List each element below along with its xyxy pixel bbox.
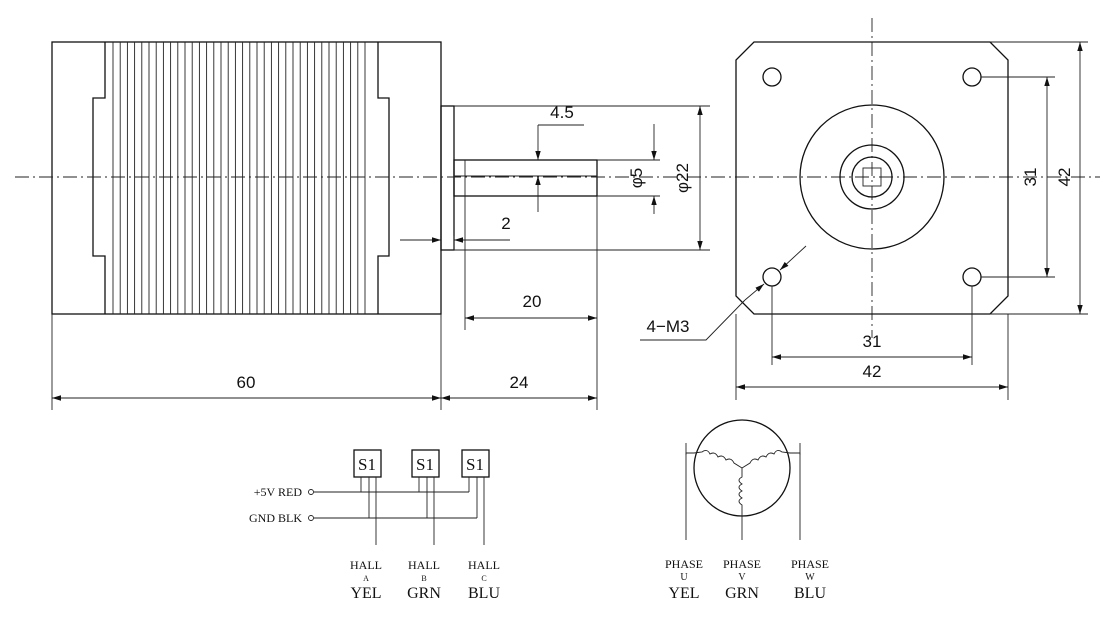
dim-shoulder: 2 — [501, 214, 510, 233]
hall-b-color: GRN — [407, 585, 441, 602]
hall-sensor-b-label: S1 — [416, 455, 434, 474]
side-dimensions: 60 24 20 2 4.5 φ5 φ22 — [51, 103, 710, 410]
dim-pilot-dia: φ22 — [673, 163, 692, 193]
motor-body-outline — [51, 41, 442, 315]
dim-flange-h: 42 — [863, 362, 882, 381]
front-dimensions: 31 42 31 42 4−M3 — [640, 41, 1088, 400]
phase-w-sub: W — [805, 572, 815, 583]
coil-v — [738, 468, 743, 516]
hall-sensor-a — [353, 449, 382, 478]
mount-hole-tr — [962, 67, 982, 87]
lead-w — [790, 452, 801, 540]
dim-body-length: 60 — [237, 373, 256, 392]
dim-flange-v: 42 — [1055, 168, 1074, 187]
flange-outline — [735, 41, 1009, 315]
dim-hole-pitch-v: 31 — [1021, 168, 1040, 187]
shaft-circle — [851, 156, 893, 198]
phase-v-color: GRN — [725, 585, 759, 602]
phase-u-sub: U — [680, 572, 688, 583]
hall-a-name: HALL — [350, 558, 382, 572]
shaft-flat-square — [862, 167, 882, 187]
phase-v-sub: V — [738, 572, 746, 583]
dim-shaft-dia: φ5 — [627, 168, 646, 188]
boss-circle — [839, 144, 905, 210]
dim-shaft-total: 24 — [510, 373, 529, 392]
hall-a-sub: A — [363, 574, 369, 583]
hall-b-name: HALL — [408, 558, 440, 572]
side-view — [51, 41, 598, 315]
ground-label: GND BLK — [249, 511, 302, 525]
cooling-fins — [112, 42, 366, 314]
dim-thread: 4−M3 — [647, 317, 690, 336]
hall-a-color: YEL — [350, 585, 381, 602]
body-right-step — [377, 42, 390, 314]
phase-wiring: PHASE U YEL PHASE V GRN PHASE W BLU — [665, 419, 829, 602]
front-view — [735, 41, 1009, 315]
hall-c-color: BLU — [468, 585, 500, 602]
shaft — [453, 159, 598, 197]
front-flange — [440, 105, 455, 251]
coil-u — [693, 449, 743, 469]
phase-u-color: YEL — [668, 585, 699, 602]
phase-v-name: PHASE — [723, 557, 761, 571]
dim-flat-depth: 4.5 — [550, 103, 574, 122]
hall-sensor-c-label: S1 — [466, 455, 484, 474]
dim-hole-pitch-h: 31 — [863, 332, 882, 351]
lead-u — [685, 452, 694, 540]
hall-c-sub: C — [481, 574, 486, 583]
mount-hole-br — [962, 267, 982, 287]
phase-w-name: PHASE — [791, 557, 829, 571]
dim-shaft-exposed: 20 — [523, 292, 542, 311]
hall-c-name: HALL — [468, 558, 500, 572]
mount-hole-tl — [762, 67, 782, 87]
body-left-step — [92, 42, 106, 314]
pilot-circle — [799, 104, 945, 250]
phase-w-color: BLU — [794, 585, 826, 602]
hall-sensor-b — [411, 449, 440, 478]
hall-wiring: S1 S1 S1 +5V RED GND BLK HALL A YEL HALL… — [249, 449, 500, 602]
hall-b-sub: B — [421, 574, 426, 583]
phase-u-name: PHASE — [665, 557, 703, 571]
mount-hole-bl — [762, 267, 782, 287]
hall-sensor-c — [461, 449, 490, 478]
power-label: +5V RED — [254, 485, 303, 499]
hall-sensor-a-label: S1 — [358, 455, 376, 474]
coil-w — [741, 449, 791, 469]
